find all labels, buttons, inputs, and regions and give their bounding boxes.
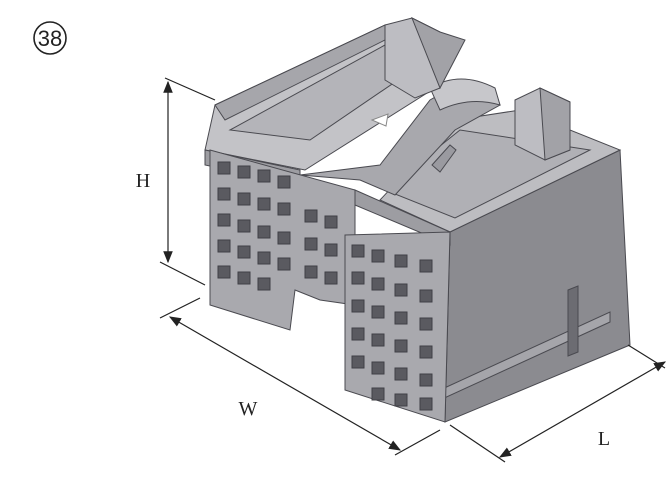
orientation-mark [370, 113, 389, 127]
figure-number: 38 [38, 26, 62, 51]
width-label: W [239, 398, 258, 420]
connector-body [204, 16, 631, 423]
latch-tab [429, 78, 501, 111]
width-arrow [168, 316, 402, 451]
cavity-grid-left [217, 161, 338, 291]
dimension-height [159, 77, 216, 286]
side-slot [567, 285, 579, 357]
dimension-length [449, 344, 667, 463]
height-label: H [136, 170, 150, 192]
latch-ramp [431, 144, 457, 173]
dimension-width [159, 297, 441, 456]
length-arrow [498, 361, 667, 458]
figure-number-badge: 38 [33, 21, 67, 55]
length-label: L [598, 428, 610, 450]
